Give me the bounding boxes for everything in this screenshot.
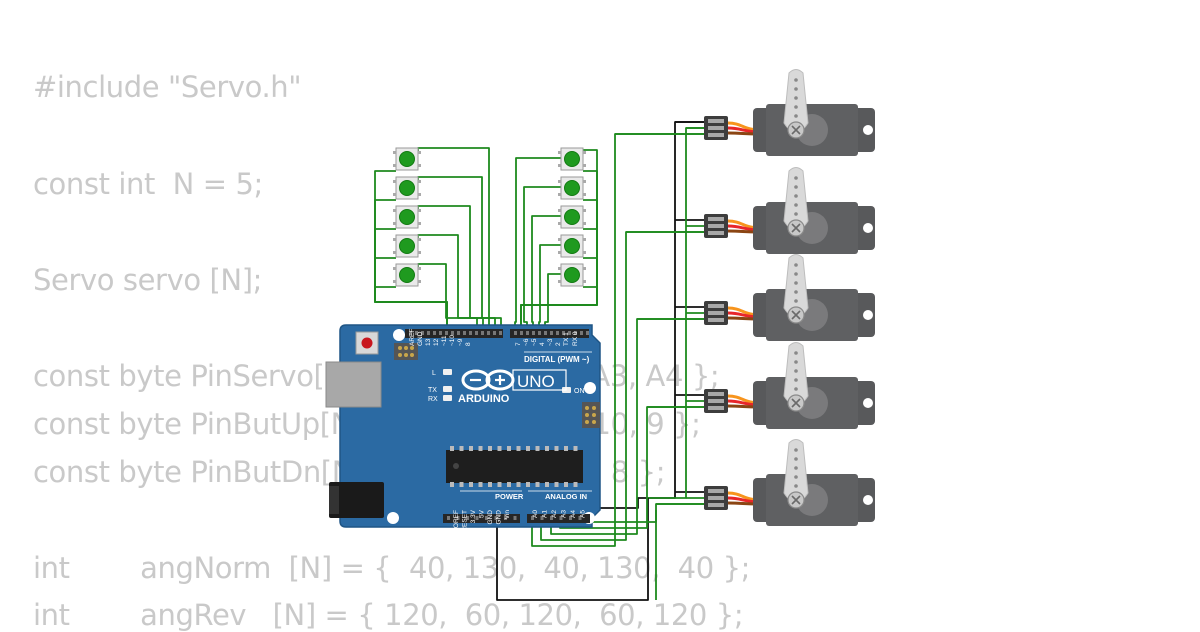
wire bbox=[570, 510, 657, 523]
analog-header-label: ANALOG IN bbox=[545, 492, 587, 501]
pin-label: 12 bbox=[433, 338, 440, 346]
icsp-header bbox=[394, 343, 418, 360]
usb-connector bbox=[325, 361, 382, 408]
pushbutton[interactable] bbox=[393, 263, 421, 287]
pin-label: ~9 bbox=[457, 338, 464, 346]
power-header-label: POWER bbox=[495, 492, 524, 501]
pushbutton[interactable] bbox=[393, 205, 421, 229]
pin-label: IOREF bbox=[453, 510, 460, 530]
pin-label: ~5 bbox=[531, 338, 538, 346]
pushbuttons bbox=[393, 147, 586, 287]
wire bbox=[374, 286, 448, 329]
pin-label: Vin bbox=[504, 510, 511, 520]
pin-label: ~11 bbox=[441, 335, 448, 346]
wire bbox=[583, 149, 598, 305]
analog-header bbox=[527, 514, 590, 523]
wire bbox=[496, 498, 649, 601]
mounting-hole bbox=[584, 382, 596, 394]
servo-motor bbox=[704, 167, 875, 254]
pin-label: ~3 bbox=[547, 338, 554, 346]
code-line: Servo servo [N]; bbox=[33, 263, 262, 297]
wires bbox=[374, 121, 706, 601]
board-brand: ARDUINO bbox=[458, 393, 510, 405]
pushbutton[interactable] bbox=[393, 234, 421, 258]
pin-label: TX 1 bbox=[563, 332, 570, 346]
dc-power-jack bbox=[329, 482, 384, 518]
pin-label: A1 bbox=[542, 510, 549, 518]
header-pins bbox=[409, 331, 589, 520]
uno-box bbox=[512, 369, 567, 391]
wire bbox=[523, 186, 561, 329]
pushbutton[interactable] bbox=[558, 147, 586, 171]
digital-header-label: DIGITAL (PWM ~) bbox=[524, 355, 590, 364]
wire bbox=[514, 157, 561, 329]
microcontroller-chip bbox=[446, 446, 583, 487]
pushbutton[interactable] bbox=[558, 205, 586, 229]
wire bbox=[540, 231, 706, 541]
servo-motor bbox=[704, 69, 875, 156]
pushbutton[interactable] bbox=[558, 234, 586, 258]
pin-label: ~10 bbox=[449, 335, 456, 346]
pin-label: 13 bbox=[425, 338, 432, 346]
pushbutton[interactable] bbox=[558, 263, 586, 287]
pushbutton[interactable] bbox=[393, 147, 421, 171]
wire bbox=[417, 176, 496, 329]
wire bbox=[531, 133, 706, 547]
mounting-hole bbox=[393, 329, 405, 341]
pin-label: GND bbox=[417, 331, 424, 346]
code-line: int angNorm [N] = { 40, 130, 40, 130, 40… bbox=[33, 551, 751, 585]
servo-motors bbox=[704, 69, 875, 526]
board-model: UNO bbox=[517, 372, 555, 391]
pin-label: A2 bbox=[551, 510, 558, 518]
icsp2-header bbox=[582, 402, 600, 428]
servo-motor bbox=[704, 342, 875, 429]
pin-label: 7 bbox=[515, 342, 522, 346]
pin-label: A3 bbox=[561, 510, 568, 518]
pin-label: 5V bbox=[479, 509, 486, 518]
led-l-label: L bbox=[432, 370, 436, 377]
dc-jack-edge bbox=[329, 486, 339, 514]
power-header bbox=[443, 514, 520, 523]
pin-label: 2 bbox=[555, 342, 562, 346]
wire bbox=[417, 234, 484, 329]
pin-label: 3.3V bbox=[470, 509, 477, 523]
pushbutton[interactable] bbox=[393, 176, 421, 200]
wire bbox=[550, 318, 706, 535]
led-l bbox=[443, 369, 452, 375]
pin-label: A5 bbox=[580, 510, 587, 518]
servo-motor bbox=[704, 254, 875, 341]
wire bbox=[538, 244, 561, 329]
led-rx bbox=[443, 395, 452, 401]
reset-button-cap bbox=[361, 337, 373, 349]
led-rx-label: RX bbox=[428, 396, 438, 403]
pushbutton[interactable] bbox=[558, 176, 586, 200]
wire bbox=[417, 205, 490, 329]
pin-label: 8 bbox=[465, 342, 472, 346]
wire bbox=[655, 503, 706, 600]
wire bbox=[531, 215, 561, 329]
led-tx-label: TX bbox=[428, 387, 437, 394]
led-tx bbox=[443, 386, 452, 392]
pin-label: RX 0 bbox=[572, 331, 579, 346]
pin-label: A4 bbox=[570, 510, 577, 518]
pin-label: ~6 bbox=[523, 338, 530, 346]
pin-label: GND bbox=[496, 510, 503, 525]
pin-label: AREF bbox=[409, 329, 416, 346]
led-on-label: ON bbox=[574, 388, 585, 395]
pin-label: A0 bbox=[532, 510, 539, 518]
servo-motor bbox=[704, 439, 875, 526]
code-line: const int N = 5; bbox=[33, 167, 263, 201]
digital-header-right bbox=[510, 329, 589, 338]
code-line: #include "Servo.h" bbox=[33, 70, 302, 104]
mounting-hole bbox=[387, 512, 399, 524]
pin-label: 4 bbox=[539, 342, 546, 346]
pin-label: RESET bbox=[462, 510, 469, 532]
pin-label: GND bbox=[487, 510, 494, 525]
code-line: int angRev [N] = { 120, 60, 120, 60, 120… bbox=[33, 598, 744, 632]
